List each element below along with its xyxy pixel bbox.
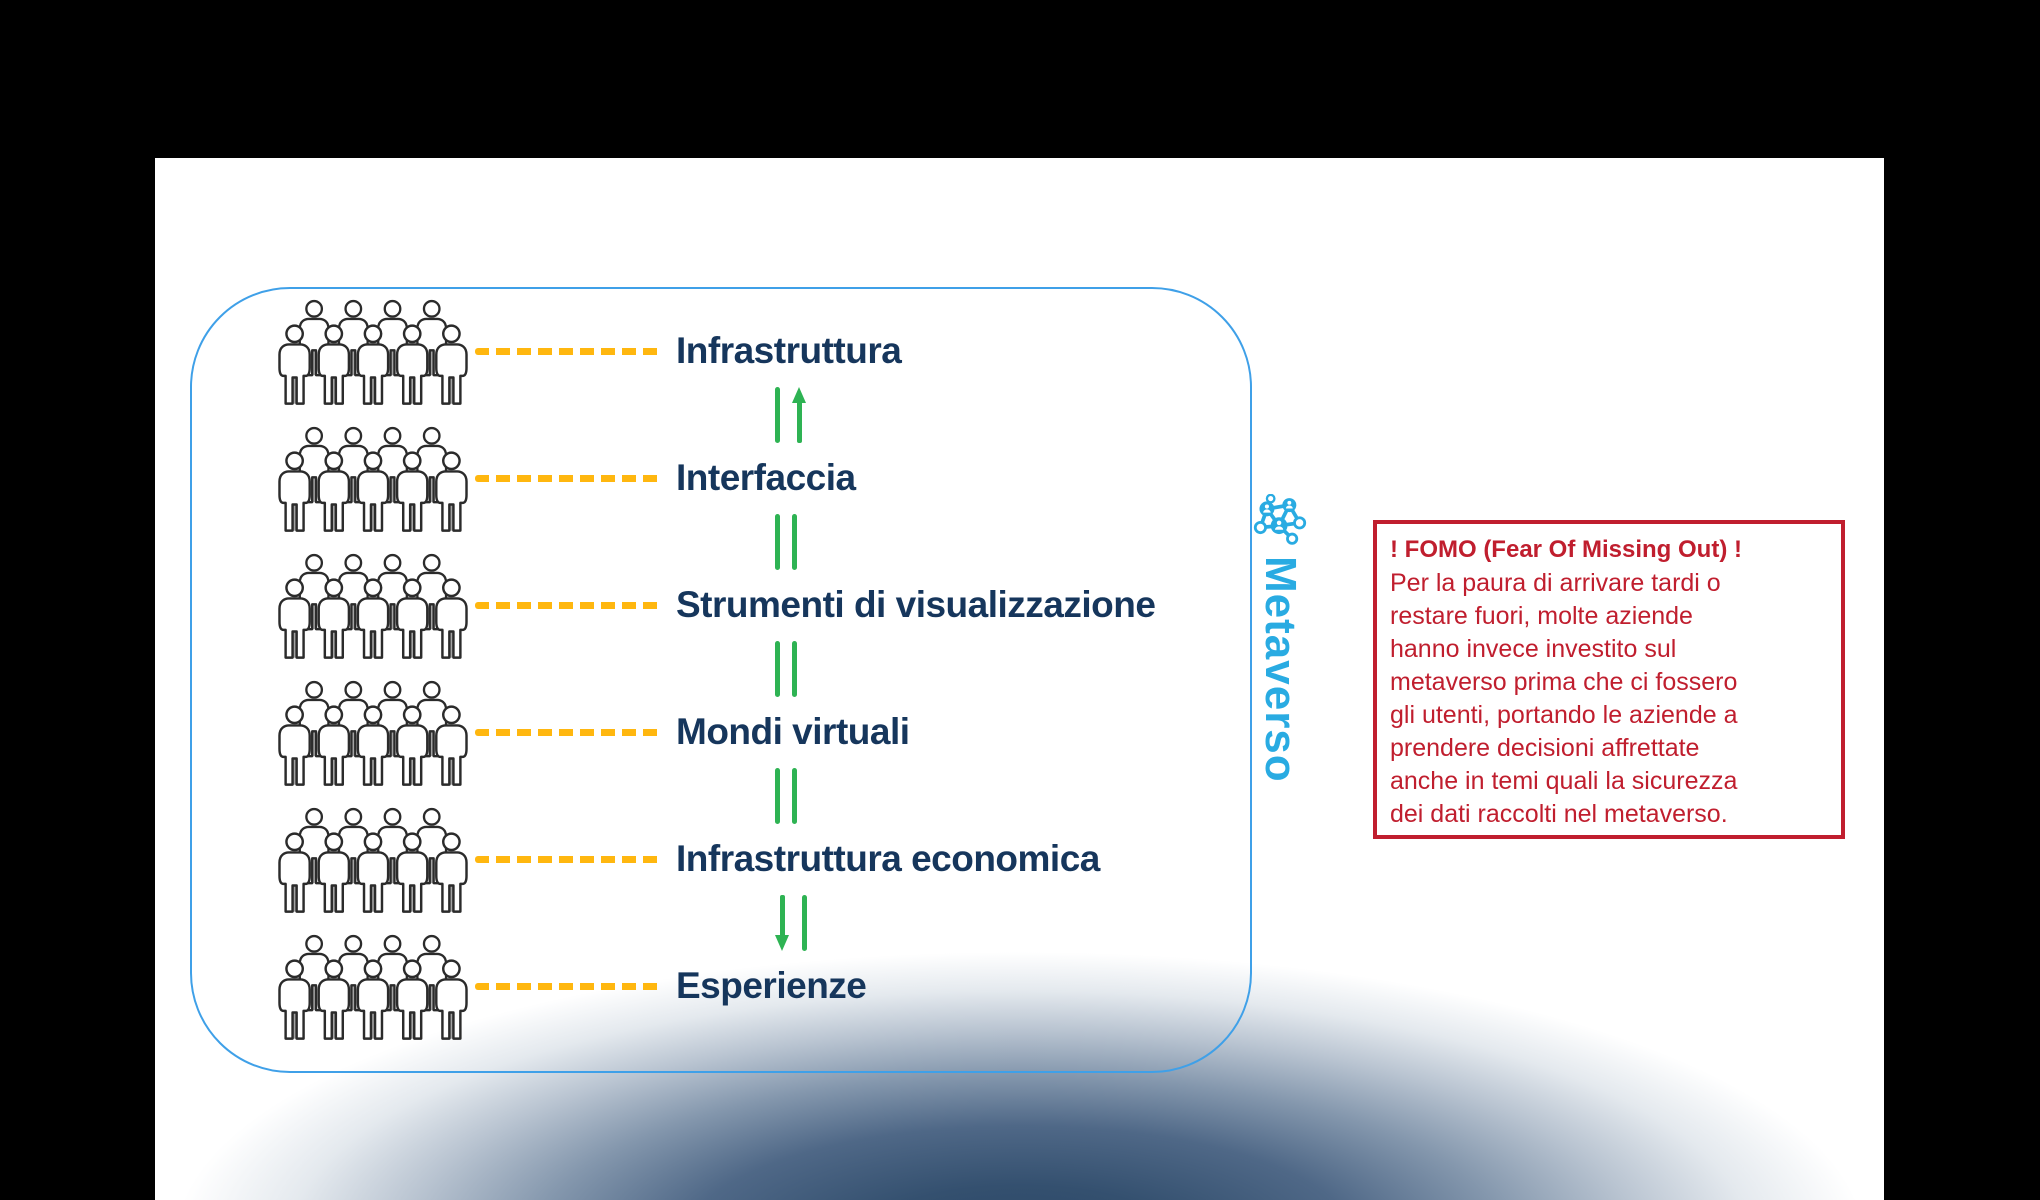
dashed-connector [475, 475, 663, 482]
green-line [792, 514, 797, 570]
fomo-callout-box: ! FOMO (Fear Of Missing Out) ! Per la pa… [1373, 520, 1845, 839]
fomo-title: ! FOMO (Fear Of Missing Out) ! [1390, 536, 1742, 563]
dashed-connector [475, 856, 663, 863]
slide: Infrastruttura Interfaccia Strumenti di … [155, 158, 1884, 1200]
layer-label-esperienze: Esperienze [676, 965, 867, 1007]
dashed-connector [475, 729, 663, 736]
green-line [792, 768, 797, 824]
metaverse-layers-panel [190, 287, 1252, 1073]
dashed-connector [475, 348, 663, 355]
layer-label-strumenti: Strumenti di visualizzazione [676, 584, 1156, 626]
metaverso-vertical-label: Metaverso [1256, 556, 1305, 783]
green-connector [775, 895, 815, 951]
layer-label-infrastruttura-economica: Infrastruttura economica [676, 838, 1100, 880]
network-users-icon [1253, 494, 1307, 545]
green-line [775, 768, 780, 824]
green-connector [775, 514, 815, 570]
layer-label-mondi-virtuali: Mondi virtuali [676, 711, 910, 753]
crowd-of-people-icon [275, 552, 471, 662]
green-line [802, 895, 807, 951]
crowd-of-people-icon [275, 298, 471, 408]
crowd-of-people-icon [275, 679, 471, 789]
green-connector [775, 768, 815, 824]
crowd-of-people-icon [275, 933, 471, 1043]
arrow-down-icon [775, 895, 790, 951]
arrow-up-icon [792, 387, 807, 443]
dashed-connector [475, 602, 663, 609]
fomo-body-text: Per la paura di arrivare tardi o restare… [1390, 569, 1738, 828]
green-line [775, 641, 780, 697]
green-line [775, 387, 780, 443]
crowd-of-people-icon [275, 806, 471, 916]
layer-label-interfaccia: Interfaccia [676, 457, 856, 499]
dashed-connector [475, 983, 663, 990]
layer-label-infrastruttura: Infrastruttura [676, 330, 902, 372]
green-connector [775, 641, 815, 697]
green-connector [775, 387, 815, 443]
green-line [775, 514, 780, 570]
crowd-of-people-icon [275, 425, 471, 535]
green-line [792, 641, 797, 697]
